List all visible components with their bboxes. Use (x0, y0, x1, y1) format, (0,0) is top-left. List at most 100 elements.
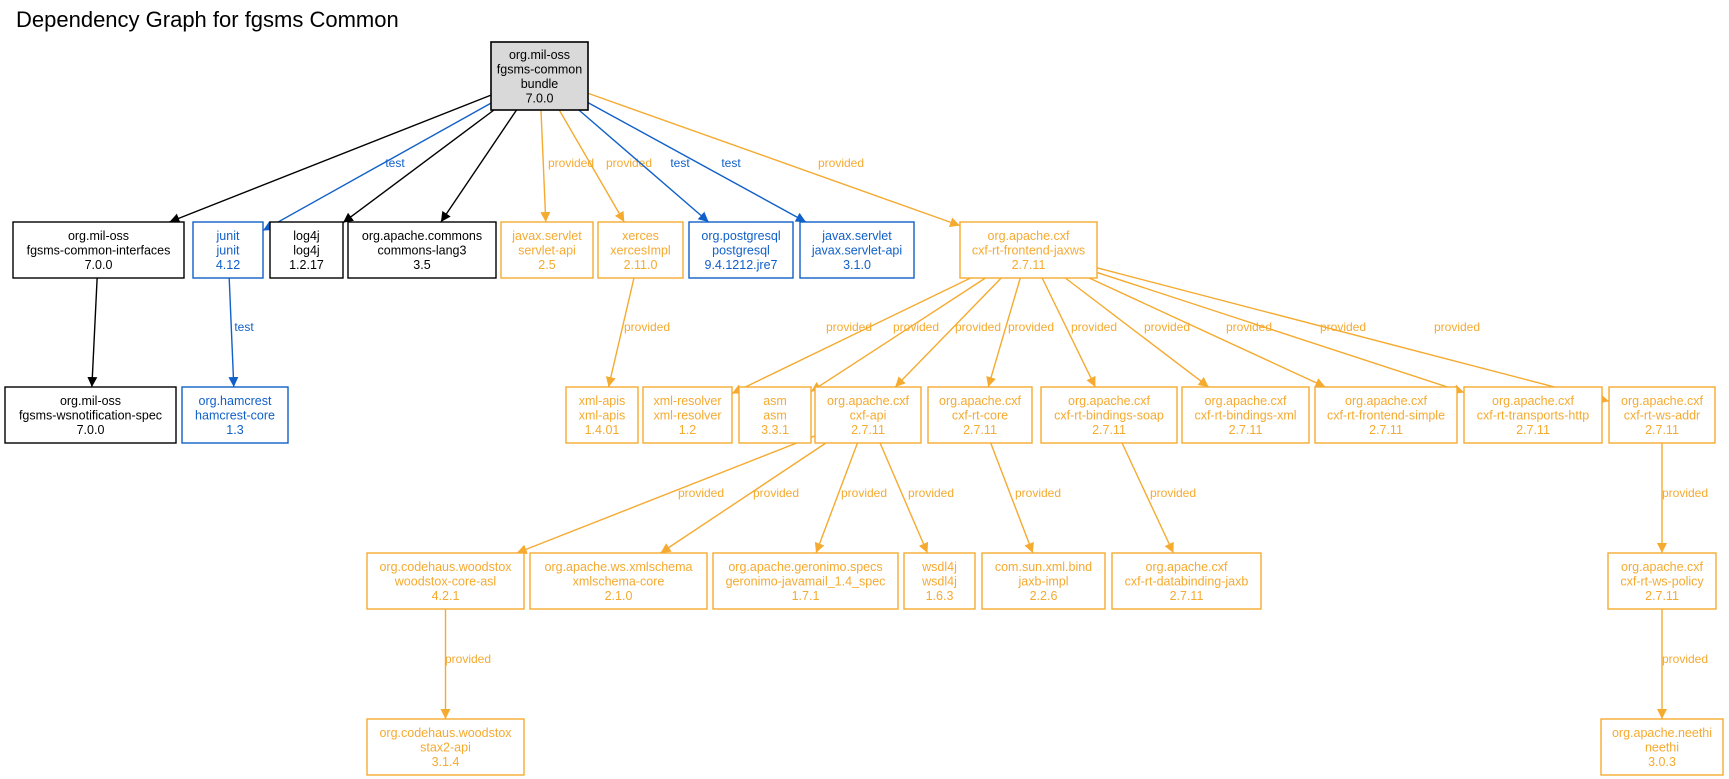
node-label-line: junit (216, 229, 240, 243)
dependency-edge: provided (540, 109, 594, 223)
node-box[interactable] (814, 386, 922, 444)
node-label-line: cxf-rt-ws-policy (1620, 575, 1704, 589)
node-label-line: 2.7.11 (1369, 423, 1403, 437)
node-box[interactable] (738, 386, 812, 444)
node-box[interactable] (1463, 386, 1603, 444)
node-box[interactable] (1607, 552, 1717, 610)
node-box[interactable] (366, 552, 525, 610)
node-box[interactable] (500, 221, 594, 279)
node-label-line: 1.2.17 (289, 258, 324, 272)
edge-line (1088, 277, 1326, 388)
dependency-node-xmlschema[interactable]: org.apache.ws.xmlschemaxmlschema-core2.1… (529, 552, 708, 610)
edge-label: provided (445, 652, 491, 666)
node-box[interactable] (642, 386, 733, 444)
node-box[interactable] (1111, 552, 1262, 610)
node-label-line: 9.4.1212.jre7 (705, 258, 778, 272)
node-label-line: 1.2 (679, 423, 696, 437)
dependency-edge: provided (1096, 267, 1610, 404)
dependency-node-thttp[interactable]: org.apache.cxfcxf-rt-transports-http2.7.… (1463, 386, 1603, 444)
edge-label: provided (1015, 486, 1061, 500)
node-label-line: 3.0.3 (1648, 755, 1676, 769)
node-label-line: org.apache.cxf (1492, 394, 1575, 408)
node-box[interactable] (529, 552, 708, 610)
node-box[interactable] (959, 221, 1098, 279)
dependency-edge: test (228, 277, 254, 388)
edge-line (342, 109, 495, 224)
node-label-line: org.apache.cxf (1146, 560, 1229, 574)
dependency-node-geronimo[interactable]: org.apache.geronimo.specsgeronimo-javama… (712, 552, 899, 610)
node-box[interactable] (181, 386, 289, 444)
node-box[interactable] (712, 552, 899, 610)
node-label-line: cxf-rt-bindings-xml (1194, 409, 1296, 423)
dependency-node-woodstox[interactable]: org.codehaus.woodstoxwoodstox-core-asl4.… (366, 552, 525, 610)
edge-label: provided (1662, 652, 1708, 666)
node-label-line: log4j (293, 244, 319, 258)
node-box[interactable] (927, 386, 1033, 444)
dependency-node-dbjaxb[interactable]: org.apache.cxfcxf-rt-databinding-jaxb2.7… (1111, 552, 1262, 610)
node-label-line: asm (763, 394, 787, 408)
node-label-line: neethi (1645, 741, 1679, 755)
node-box[interactable] (4, 386, 177, 444)
edge-line (1041, 277, 1096, 388)
node-label-line: org.mil-oss (509, 48, 570, 62)
dependency-edge: provided (1064, 277, 1210, 388)
node-box[interactable] (269, 221, 344, 279)
node-label-line: xml-apis (579, 394, 626, 408)
node-box[interactable] (903, 552, 976, 610)
node-label-line: org.apache.cxf (1621, 394, 1704, 408)
edge-label: provided (1008, 320, 1054, 334)
node-box[interactable] (12, 221, 185, 279)
node-box[interactable] (347, 221, 497, 279)
node-box[interactable] (1600, 718, 1724, 776)
node-label-line: org.apache.cxf (1068, 394, 1151, 408)
edge-label: provided (908, 486, 954, 500)
node-label-line: xercesImpl (610, 244, 670, 258)
node-label-line: wsdl4j (921, 560, 957, 574)
edge-label: provided (548, 156, 594, 170)
edge-line (1064, 277, 1210, 388)
node-label-line: 2.7.11 (1229, 423, 1263, 437)
node-box[interactable] (799, 221, 915, 279)
node-box[interactable] (1181, 386, 1310, 444)
dependency-node-wsnotif[interactable]: org.mil-ossfgsms-wsnotification-spec7.0.… (4, 386, 177, 444)
node-label-line: 7.0.0 (526, 91, 554, 105)
node-box[interactable] (981, 552, 1106, 610)
dependency-edge: provided (1088, 277, 1326, 388)
dependency-edge: provided (879, 442, 954, 554)
node-box[interactable] (1314, 386, 1458, 444)
node-box[interactable] (565, 386, 639, 444)
dependency-edge: provided (1041, 277, 1117, 388)
node-box[interactable] (688, 221, 794, 279)
node-box[interactable] (597, 221, 684, 279)
node-box[interactable] (366, 718, 525, 776)
node-box[interactable] (1608, 386, 1716, 444)
dependency-node-fsimple[interactable]: org.apache.cxfcxf-rt-frontend-simple2.7.… (1314, 386, 1458, 444)
dependency-node-jaxws[interactable]: org.apache.cxfcxf-rt-frontend-jaxws2.7.1… (959, 221, 1098, 279)
node-box[interactable] (1040, 386, 1178, 444)
node-box[interactable] (192, 221, 264, 279)
node-box[interactable] (490, 41, 589, 111)
